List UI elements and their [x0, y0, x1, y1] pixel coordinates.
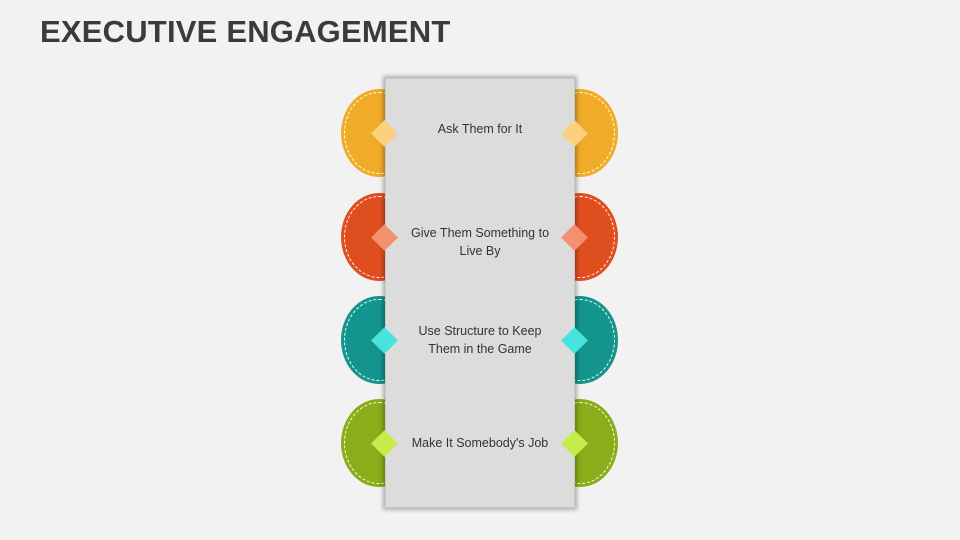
item-label-1: Ask Them for It [437, 122, 523, 136]
item-label-3: Use Structure to Keep Them in the Game [418, 324, 542, 356]
item-label-2: Give Them Something to Live By [410, 226, 550, 258]
center-panel [385, 78, 575, 508]
item-label-4: Make It Somebody's Job [411, 436, 549, 450]
slide-title: EXECUTIVE ENGAGEMENT [40, 14, 451, 49]
